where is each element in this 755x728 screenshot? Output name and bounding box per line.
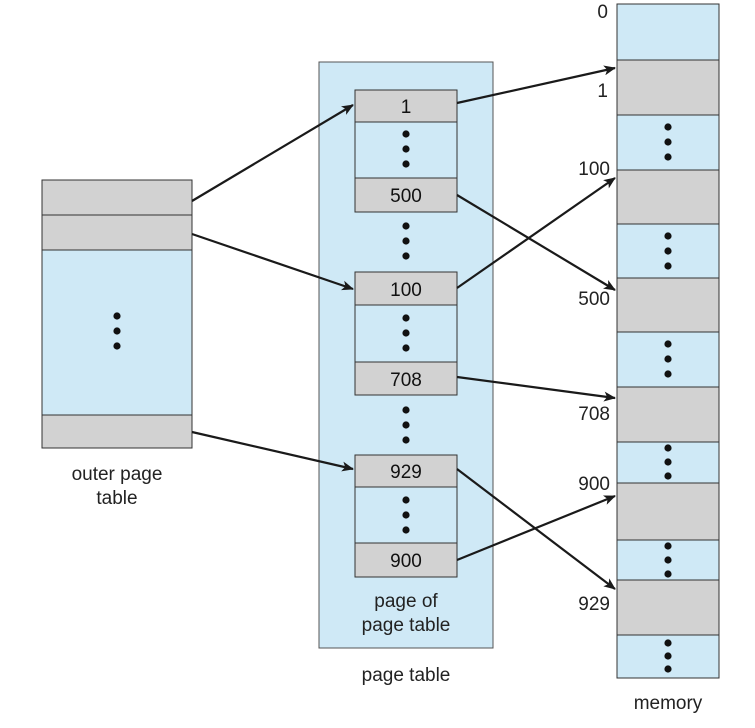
arrow-icon: [456, 194, 616, 291]
memory-frame-label-1: 1: [597, 81, 608, 102]
vertical-ellipsis-icon: [402, 130, 410, 168]
outer-page-table-label-line2: table: [96, 488, 137, 509]
page-table-label: page table: [362, 665, 451, 686]
outer-entry-2: [41, 214, 193, 251]
page-entry-100: [354, 271, 458, 306]
page-entry-708: [354, 361, 458, 396]
outer-page-table: outer page table: [41, 179, 193, 509]
arrow-icon: [456, 375, 616, 402]
page-entry-1: [354, 89, 458, 123]
page-of-page-table-label-line1: page of: [374, 591, 438, 612]
page-entry-500: [354, 177, 458, 213]
page-of-page-table-label-line2: page table: [362, 615, 451, 636]
vertical-ellipsis-icon: [664, 444, 672, 480]
memory-frame-label-900: 900: [578, 474, 610, 495]
memory-frame-1: [616, 59, 720, 116]
page-entry-500-label: 500: [390, 186, 422, 207]
memory-frame-label-500: 500: [578, 289, 610, 310]
vertical-ellipsis-icon: [402, 314, 410, 352]
page-of-page-table-block-1: 1 500: [354, 89, 458, 213]
page-entry-929: [354, 454, 458, 488]
outer-entry-last: [41, 414, 193, 449]
memory-frame-label-708: 708: [578, 404, 610, 425]
page-entry-900-label: 900: [390, 551, 422, 572]
vertical-ellipsis-icon: [664, 542, 672, 578]
arrow-icon: [456, 65, 616, 105]
page-of-page-table-block-2: 100 708: [354, 271, 458, 396]
memory: 0 1 100 500 708 900 929 memory: [578, 2, 720, 714]
vertical-ellipsis-icon: [664, 639, 672, 673]
memory-frame-label-0: 0: [597, 2, 608, 23]
outer-page-table-label-line1: outer page: [72, 464, 163, 485]
page-table: 1 500 100 708: [318, 61, 494, 686]
memory-frame-900: [616, 482, 720, 541]
memory-frame-929: [616, 579, 720, 636]
page-entry-708-label: 708: [390, 370, 422, 391]
arrow-icon: [456, 177, 616, 289]
memory-frame-label-100: 100: [578, 159, 610, 180]
vertical-ellipsis-icon: [402, 406, 410, 444]
arrow-icon: [456, 494, 616, 562]
memory-frame-500: [616, 277, 720, 333]
vertical-ellipsis-icon: [402, 496, 410, 534]
memory-label: memory: [634, 693, 703, 714]
memory-frame-100: [616, 169, 720, 225]
vertical-ellipsis-icon: [113, 312, 121, 350]
arrow-icon: [191, 232, 354, 291]
arrow-icon: [191, 104, 354, 202]
vertical-ellipsis-icon: [664, 340, 672, 378]
page-entry-929-label: 929: [390, 462, 422, 483]
memory-frame-label-929: 929: [578, 594, 610, 615]
page-of-page-table-block-3: 929 900: [354, 454, 458, 578]
vertical-ellipsis-icon: [664, 232, 672, 270]
page-entry-100-label: 100: [390, 280, 422, 301]
page-entry-1-label: 1: [401, 97, 412, 118]
arrows: [191, 65, 616, 590]
memory-frame-708: [616, 386, 720, 443]
outer-entry-1: [41, 179, 193, 216]
vertical-ellipsis-icon: [664, 123, 672, 161]
arrow-icon: [191, 430, 354, 472]
vertical-ellipsis-icon: [402, 222, 410, 260]
